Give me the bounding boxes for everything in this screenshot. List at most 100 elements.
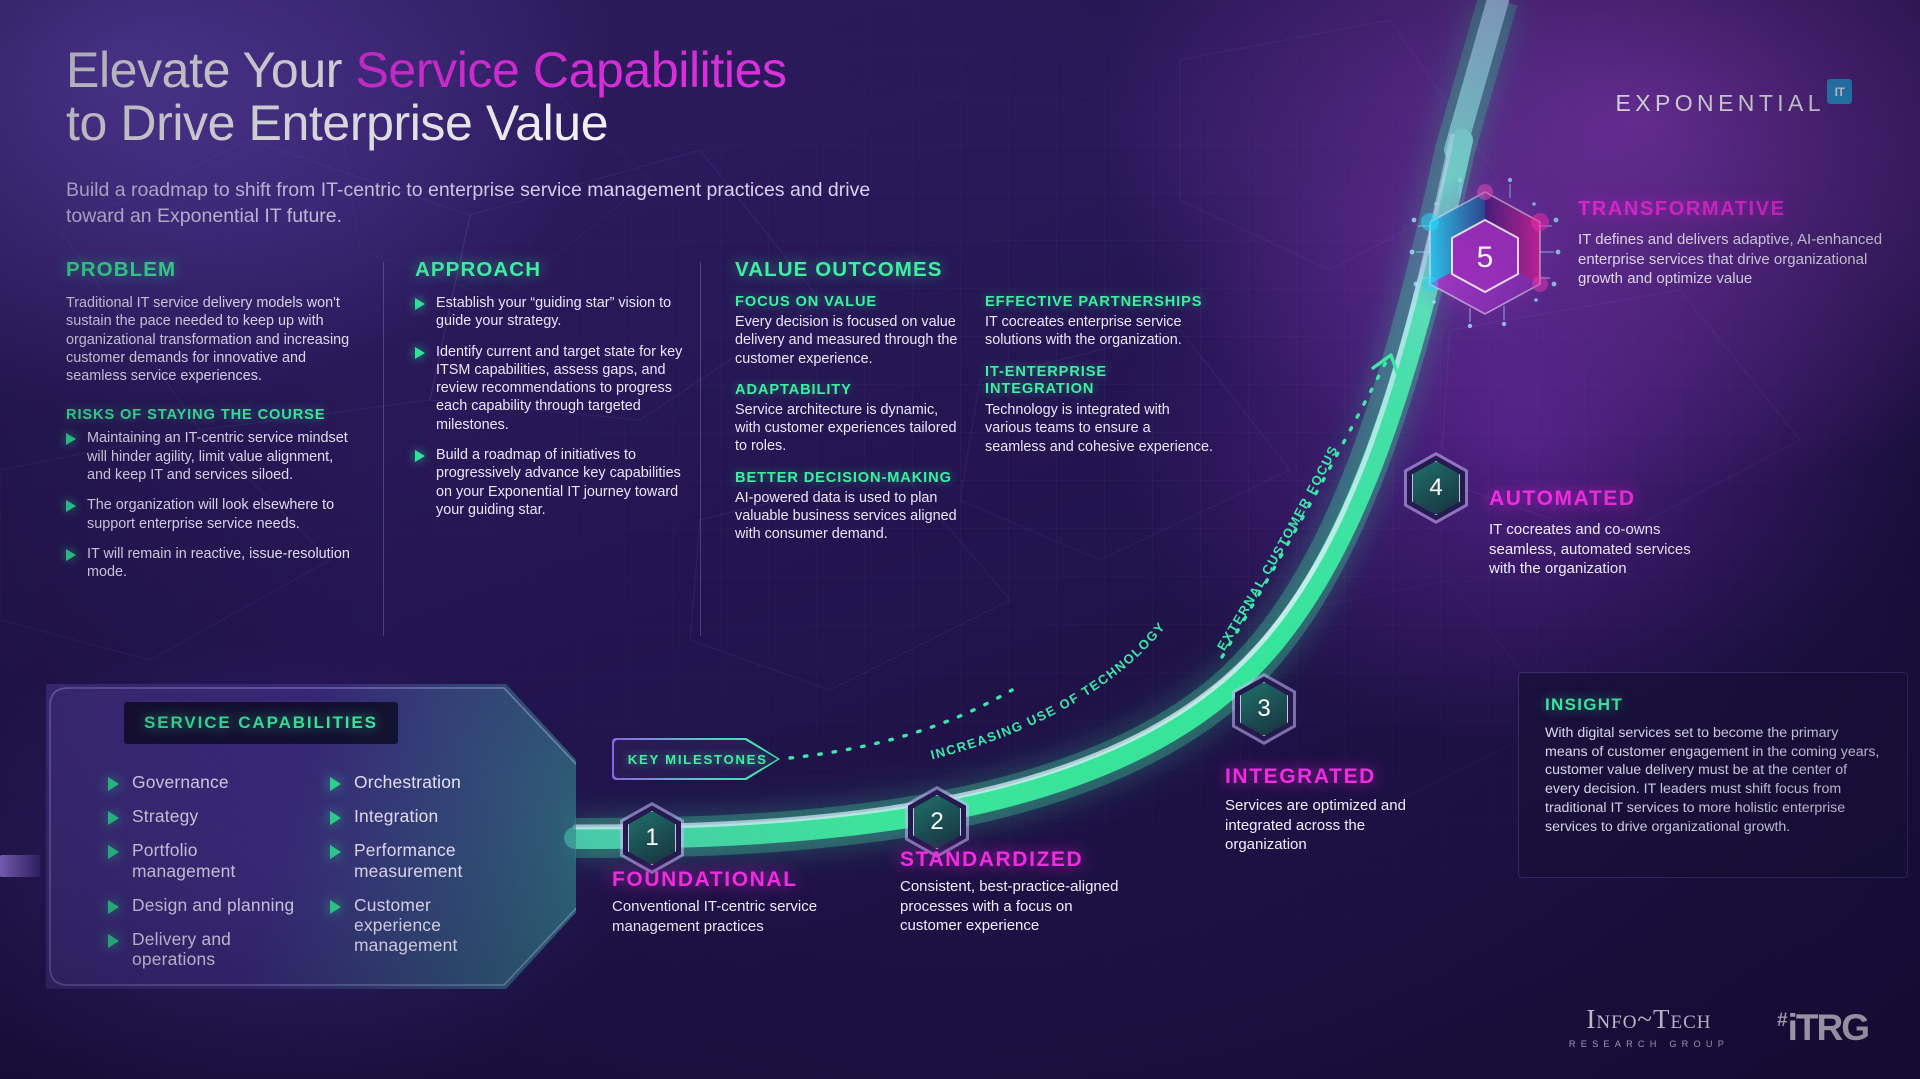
service-capabilities-panel: SERVICE CAPABILITIES Governance Strategy… [46, 684, 576, 989]
triangle-bullet-icon [66, 500, 76, 513]
page-title: Elevate Your Service Capabilities to Dri… [66, 44, 1066, 150]
list-item: Build a roadmap of initiatives to progre… [415, 446, 685, 519]
title-text-2: to Drive Enterprise Value [66, 95, 609, 151]
title-accent-text: Service Capabilities [355, 42, 787, 98]
capability-label: Delivery and operations [132, 928, 232, 970]
triangle-bullet-icon [66, 433, 76, 446]
milestone-desc-5: IT defines and delivers adaptive, AI-enh… [1578, 231, 1883, 287]
milestone-desc-4: IT cocreates and co-owns seamless, autom… [1489, 521, 1691, 577]
hexagon-inner: 4 [1412, 461, 1460, 515]
value-outcomes-section: VALUE OUTCOMES FOCUS ON VALUE Every deci… [735, 258, 1235, 544]
capabilities-outline [49, 687, 576, 986]
milestone-label-3: INTEGRATED [1225, 765, 1376, 788]
insight-box: INSIGHT With digital services set to bec… [1518, 672, 1908, 878]
risk-text: IT will remain in reactive, issue-resolu… [87, 545, 350, 581]
milestone-node-1: 1 [620, 802, 684, 874]
list-item: IT will remain in reactive, issue-resolu… [66, 545, 356, 582]
milestone-desc-1: Conventional IT-centric service manageme… [612, 898, 818, 935]
column-divider [700, 262, 701, 636]
list-item: Identify current and target state for ke… [415, 343, 685, 434]
triangle-bullet-icon [330, 777, 341, 791]
milestone-node-2: 2 [905, 786, 969, 858]
hexagon-inner: 1 [628, 811, 676, 865]
risks-list: Maintaining an IT-centric service mindse… [66, 429, 356, 581]
info-tech-wordmark: Info~Tech [1586, 1004, 1712, 1034]
outcome-title: ADAPTABILITY [735, 381, 852, 398]
list-item: Portfolio management [108, 840, 330, 881]
itrg-logo: # iTRG [1777, 1007, 1870, 1048]
capabilities-column-2: Orchestration Integration Performance me… [330, 772, 552, 983]
approach-text: Identify current and target state for ke… [436, 343, 683, 433]
key-milestones-tag: KEY MILESTONES [612, 738, 780, 780]
info-tech-tagline: RESEARCH GROUP [1568, 1039, 1730, 1049]
value-outcomes-left-column: FOCUS ON VALUE Every decision is focused… [735, 294, 963, 544]
capability-label: Portfolio management [132, 840, 236, 881]
capability-label: Orchestration [354, 772, 461, 792]
triangle-bullet-icon [415, 298, 425, 310]
capability-label: Integration [354, 806, 439, 827]
list-item: Design and planning [108, 895, 330, 915]
outcome-body: AI-powered data is used to plan valuable… [735, 489, 957, 543]
outcome-title: BETTER DECISION-MAKING [735, 469, 952, 486]
footer-logos: Info~Tech RESEARCH GROUP # iTRG [1568, 1004, 1870, 1050]
insight-body: With digital services set to become the … [1545, 725, 1880, 835]
outcome-title: IT-ENTERPRISE INTEGRATION [985, 363, 1107, 397]
capability-label: Design and planning [132, 894, 295, 915]
triangle-bullet-icon [66, 548, 76, 561]
triangle-bullet-icon [108, 811, 119, 826]
outcome-title: EFFECTIVE PARTNERSHIPS [985, 294, 1203, 310]
crystal-hexagon-icon: 5 [1403, 171, 1567, 335]
tag-inner: KEY MILESTONES [613, 739, 778, 779]
milestone-number: 3 [1257, 695, 1271, 722]
outcome-body: Technology is integrated with various te… [985, 402, 1213, 455]
capability-label: Governance [132, 772, 229, 792]
capability-label: Customer experience management [354, 894, 458, 956]
page-subtitle: Build a roadmap to shift from IT-centric… [66, 179, 871, 227]
list-item: Maintaining an IT-centric service mindse… [66, 429, 356, 484]
title-text-1: Elevate Your [66, 42, 356, 98]
list-item: The organization will look elsewhere to … [66, 496, 356, 533]
problem-body: Traditional IT service delivery models w… [66, 295, 350, 385]
exponential-logo-chip: IT [1827, 79, 1852, 104]
approach-heading: APPROACH [415, 258, 542, 281]
exponential-it-logo: EXPONENTIAL IT [1616, 79, 1852, 115]
approach-list: Establish your “guiding star” vision to … [415, 294, 685, 519]
outcome-body: IT cocreates enterprise service solution… [985, 314, 1182, 349]
list-item: Performance measurement [330, 840, 552, 881]
milestone-label-4: AUTOMATED [1489, 487, 1636, 510]
capabilities-column-1: Governance Strategy Portfolio management… [108, 772, 330, 983]
milestone-desc-2: Consistent, best-practice-aligned proces… [900, 878, 1119, 934]
list-item: Governance [108, 772, 330, 792]
approach-section: APPROACH Establish your “guiding star” v… [415, 258, 685, 531]
list-item: Integration [330, 806, 552, 826]
problem-section: PROBLEM Traditional IT service delivery … [66, 258, 356, 593]
list-item: Customer experience management [330, 895, 552, 956]
value-outcomes-heading: VALUE OUTCOMES [735, 258, 943, 281]
list-item: Strategy [108, 806, 330, 826]
approach-text: Establish your “guiding star” vision to … [436, 295, 672, 330]
milestone-label-1: FOUNDATIONAL [612, 868, 798, 891]
curve-annotation-technology: INCREASING USE OF TECHNOLOGY [929, 619, 1169, 763]
triangle-bullet-icon [108, 899, 119, 914]
outcome-title: FOCUS ON VALUE [735, 294, 878, 310]
capability-label: Performance measurement [354, 840, 463, 881]
itrg-wordmark: iTRG [1787, 1007, 1870, 1048]
risk-text: The organization will look elsewhere to … [87, 497, 335, 532]
triangle-bullet-icon [108, 845, 119, 860]
triangle-bullet-icon [330, 811, 341, 826]
hash-icon: # [1777, 1010, 1788, 1031]
risks-heading: RISKS OF STAYING THE COURSE [66, 407, 326, 424]
hexagon-inner: 2 [913, 795, 961, 849]
info-tech-logo: Info~Tech RESEARCH GROUP [1568, 1004, 1730, 1050]
milestone-number: 4 [1429, 474, 1443, 501]
triangle-bullet-icon [415, 449, 425, 462]
list-item: Orchestration [330, 772, 552, 792]
outcome-body: Every decision is focused on value deliv… [735, 314, 958, 367]
milestone-node-5: 5 [1400, 168, 1570, 338]
milestone-number: 2 [930, 808, 944, 835]
list-item: Delivery and operations [108, 929, 330, 969]
list-item: Establish your “guiding star” vision to … [415, 294, 685, 331]
problem-heading: PROBLEM [66, 258, 177, 281]
triangle-bullet-icon [108, 933, 119, 948]
